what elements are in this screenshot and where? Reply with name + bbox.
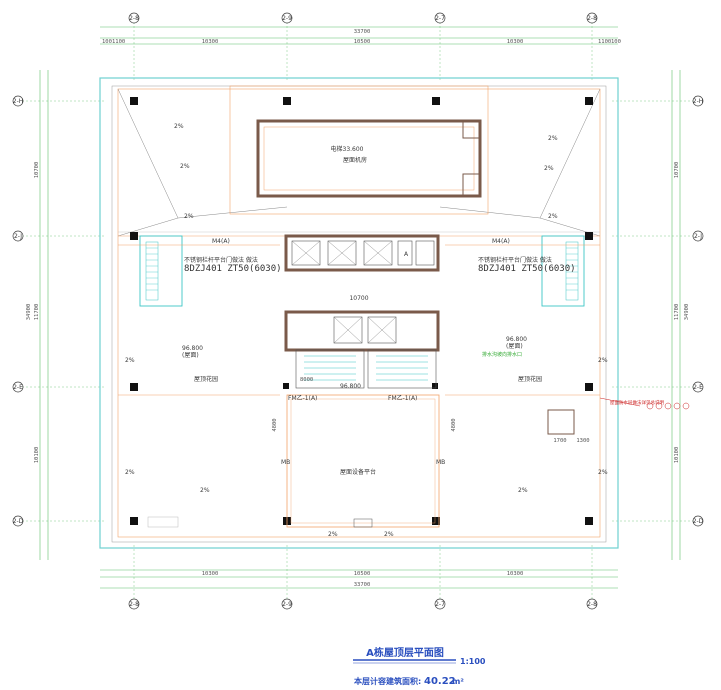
lobby-w-dim: 8000 [300,377,313,383]
spec-left-title: 不锈钢栏杆平台门做法 做法 [184,256,258,264]
m-mark-left: MB [281,459,290,466]
drawing-title: A栋屋顶层平面图 [366,646,444,659]
m-mark-right: MB [436,459,445,466]
axis-left-4: 2-D [13,518,24,525]
middle-span-dim: 10700 [349,295,368,302]
red-note: 屋面防水层做法详见总说明 [610,399,664,406]
drawing-scale: 1:100 [460,657,486,666]
dim-left-seg-1: 10700 [34,162,40,179]
center-stair-elev: 96.800 [340,383,361,390]
axis-bottom-4: 2-8 [587,601,597,608]
axis-top-2: 2-9 [282,15,292,22]
dim-top-edge-left: 100 [102,39,112,45]
slope-4: 2% [544,165,554,172]
dim-top-seg-2: 10500 [354,39,371,45]
slope-1: 2% [174,123,184,130]
slope-2: 2% [548,135,558,142]
dim-top-seg-3: 10300 [507,39,524,45]
slope-12: 2% [384,531,394,538]
roof-top-elevation: 电梯33.600 [331,145,364,153]
lower-core: 10700 [284,295,440,389]
top-axis-group: 2-8 2-9 2-7 2-8 33700 10300 10500 10300 … [100,12,621,80]
elev-right-note: (屋面) [506,343,523,350]
slope-7: 2% [125,469,135,476]
dim-top-total: 33700 [354,29,371,35]
stub-a-dim: 1700 [553,438,566,444]
fm-door-right: FM乙-1(A) [388,395,417,402]
roof-area-right: 屋顶花园 [518,375,542,383]
spec-right: 8DZJ401 ZT50(6030) [478,264,576,274]
elev-left: 96.800 [182,345,203,352]
elevator-door-mark: A [404,251,409,258]
axis-bottom-2: 2-9 [282,601,292,608]
axis-top-4: 2-8 [587,15,597,22]
slope-6: 2% [598,357,608,364]
axis-bottom-1: 2-8 [129,601,139,608]
dim-bottom-total: 33700 [354,582,371,588]
upper-machine-room: 电梯33.600 屋面机房 [229,85,489,215]
axis-top-3: 2-7 [435,15,445,22]
side-parapets: 1700 1300 [118,244,600,528]
door-left-label: M4(A) [212,238,230,245]
axis-left-1: 2-H [13,98,24,105]
lobby-h1-dim: 4800 [272,418,278,431]
slope-10: 2% [518,487,528,494]
stub-b-dim: 1300 [576,438,589,444]
dim-top-edge-right2: 100 [611,39,621,45]
spec-right-title: 不锈钢栏杆平台门做法 做法 [478,256,552,264]
dim-left-seg-2: 11700 [34,304,40,321]
slope-9: 2% [200,487,210,494]
center-area-label: 屋面设备平台 [340,468,376,476]
slope-3: 2% [180,163,190,170]
axis-right-4: 2-D [693,518,704,525]
dim-left-total: 34900 [26,304,32,321]
dim-top-edge-right: 1100 [598,39,611,45]
axis-bottom-3: 2-7 [435,601,445,608]
dim-bottom-seg-2: 10500 [354,571,371,577]
bottom-axis-group: 2-8 2-9 2-7 2-8 10300 10500 10300 33700 [100,545,618,610]
area-unit: m² [452,677,464,686]
dim-top-seg-1: 10300 [202,39,219,45]
door-right-label: M4(A) [492,238,510,245]
dim-right-seg-1: 10700 [674,162,680,179]
dim-top-edge-left2: 1100 [112,39,125,45]
dim-right-seg-2: 11700 [674,304,680,321]
fm-door-left: FM乙-1(A) [288,395,317,402]
roof-area-left: 屋顶花园 [194,375,218,383]
area-label: 本层计容建筑面积: [353,676,421,686]
center-platform: 屋面设备平台 4800 4800 8000 FM乙-1(A) FM乙-1(A) … [272,377,457,528]
slope-8: 2% [598,469,608,476]
axis-top-1: 2-8 [129,15,139,22]
lobby-h2-dim: 4800 [451,418,457,431]
slope-labels: 2% 2% 2% 2% 2% 2% 2% 2% 2% 2% 2% 2% 2% 2… [125,123,608,538]
dim-bottom-seg-1: 10300 [202,571,219,577]
green-note: 排水沟坡向排水口 [482,351,522,358]
drawing-title-block: A栋屋顶层平面图 1:100 本层计容建筑面积: 40.22 m² [353,646,486,687]
axis-right-2: 2-J [694,233,702,240]
elev-left-note: (屋面) [182,352,199,359]
dim-left-seg-3: 10100 [34,447,40,464]
elev-right: 96.800 [506,336,527,343]
slope-14: 2% [548,213,558,220]
slope-13: 2% [184,213,194,220]
stair-core-left [139,235,183,307]
left-axis-group: 2-H 2-J 2-E 2-D 10700 11700 10100 34900 [12,70,105,560]
dim-right-seg-3: 10100 [674,447,680,464]
axis-left-2: 2-J [14,233,22,240]
axis-left-3: 2-E [13,384,23,391]
dim-bottom-seg-3: 10300 [507,571,524,577]
stair-core-right [541,235,585,307]
spec-left: 8DZJ401 ZT50(6030) [184,264,282,274]
area-value: 40.22 [424,676,456,687]
slope-11: 2% [328,531,338,538]
annotations: M4(A) M4(A) 不锈钢栏杆平台门做法 做法 不锈钢栏杆平台门做法 做法 … [182,238,690,410]
axis-right-3: 2-E [693,384,703,391]
dim-right-total: 34900 [684,304,690,321]
elevator-block: A [284,234,440,272]
roof-top-room-label: 屋面机房 [343,156,367,164]
slope-5: 2% [125,357,135,364]
right-axis-group: 2-H 2-J 2-E 2-D 10700 11700 10100 34900 [612,70,704,560]
axis-right-1: 2-H [693,98,704,105]
